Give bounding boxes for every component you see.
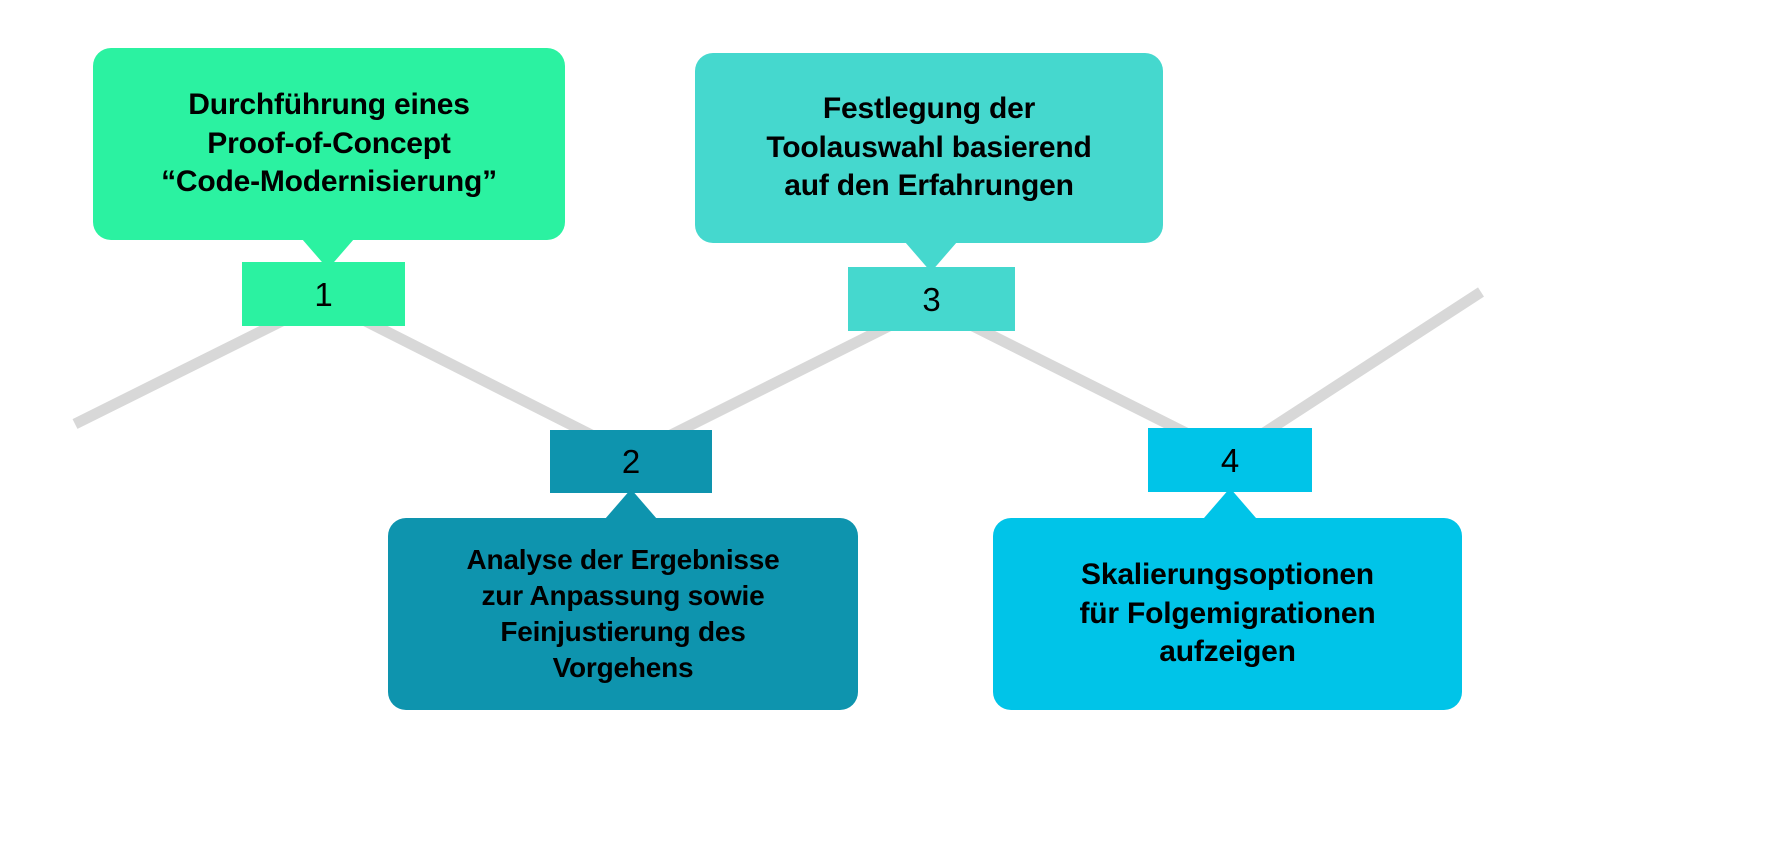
step-2-bubble-tail: [605, 489, 657, 519]
step-4-bubble[interactable]: Skalierungsoptionen für Folgemigrationen…: [993, 518, 1462, 710]
step-1-label: Durchführung eines Proof-of-Concept “Cod…: [161, 88, 497, 199]
step-2-label: Analyse der Ergebnisse zur Anpassung sow…: [466, 544, 780, 683]
step-4-label: Skalierungsoptionen für Folgemigrationen…: [1079, 558, 1376, 669]
step-3-label: Festlegung der Toolauswahl basierend auf…: [766, 92, 1092, 203]
step-2-bubble[interactable]: Analyse der Ergebnisse zur Anpassung sow…: [388, 518, 858, 710]
step-3-bubble[interactable]: Festlegung der Toolauswahl basierend auf…: [695, 53, 1163, 243]
step-1-bubble[interactable]: Durchführung eines Proof-of-Concept “Cod…: [93, 48, 565, 240]
step-2-number-plate[interactable]: 2: [550, 430, 712, 493]
step-4-bubble-tail: [1204, 488, 1256, 518]
step-3-number-plate[interactable]: 3: [848, 267, 1015, 331]
step-1-number: 1: [314, 275, 333, 313]
step-3-number: 3: [922, 280, 941, 318]
step-1-number-plate[interactable]: 1: [242, 262, 405, 326]
step-4-number-plate[interactable]: 4: [1148, 428, 1312, 492]
step-4-number: 4: [1220, 441, 1240, 479]
step-2-number: 2: [621, 443, 641, 480]
